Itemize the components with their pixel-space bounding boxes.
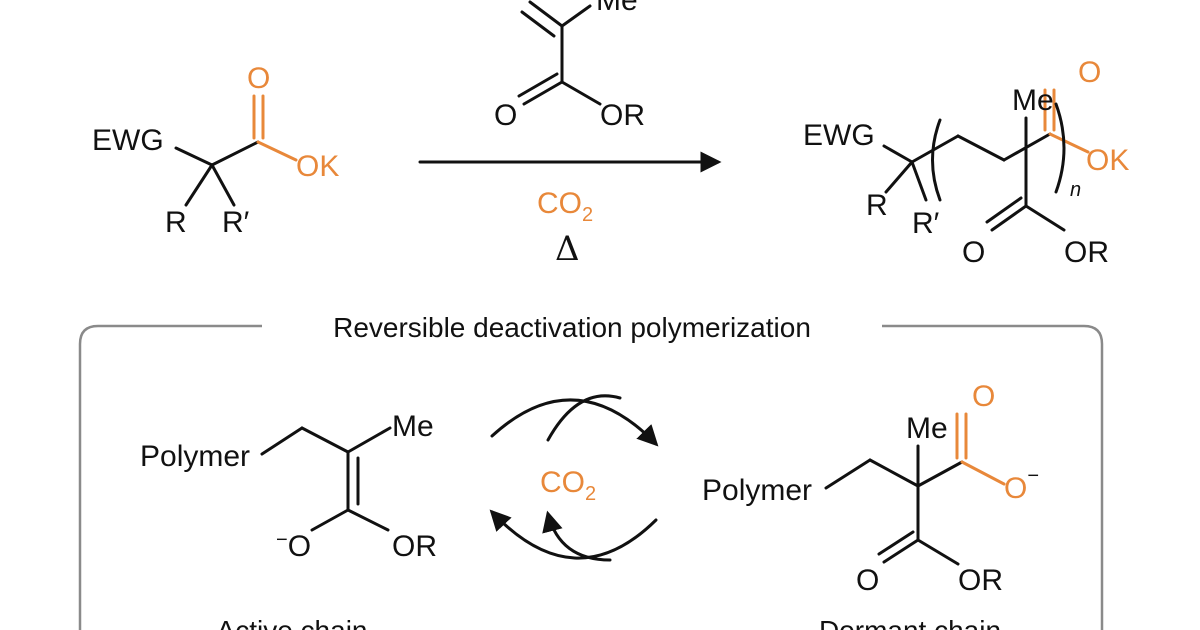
repeat-bracket-right — [1054, 102, 1066, 194]
monomer-o-label: O — [494, 99, 517, 132]
product-o-label: O — [962, 236, 985, 269]
mechanism-title: Reversible deactivation polymerization — [333, 312, 811, 343]
product-structure: EWG Me n O OK R R′ O OR — [803, 56, 1129, 269]
dormant-carbonyl-o-label: O — [972, 380, 995, 413]
reactant-carbonyl-o-label: O — [247, 62, 270, 95]
reactant-rprime-label: R′ — [222, 206, 250, 239]
active-chain-structure: Polymer Me −O OR — [140, 410, 437, 563]
forward-arrow-co2-entry — [546, 394, 622, 442]
equilibrium-arrows — [489, 394, 659, 562]
frame-left — [78, 324, 262, 630]
active-polymer-label: Polymer — [140, 440, 250, 473]
product-ok-label: OK — [1086, 144, 1129, 177]
product-carbonyl-o-label: O — [1078, 56, 1101, 89]
active-or-label: OR — [392, 530, 437, 563]
active-chain-caption: Active chain — [217, 615, 368, 630]
active-o-minus-label: −O — [276, 529, 311, 563]
product-r-label: R — [866, 189, 888, 222]
dormant-chain-caption: Dormant chain — [819, 615, 1001, 630]
reactant-ewg-label: EWG — [92, 124, 164, 157]
dormant-me-label: Me — [906, 412, 948, 445]
heat-delta-symbol: Δ — [555, 229, 580, 269]
conditions-co2-label: CO2 — [537, 187, 593, 226]
reactant-r-label: R — [165, 206, 187, 239]
frame-right — [882, 324, 1104, 630]
product-ewg-label: EWG — [803, 119, 875, 152]
dormant-polymer-label: Polymer — [702, 474, 812, 507]
equilibrium-co2-label: CO2 — [540, 466, 596, 505]
dormant-chain-structure: Polymer Me O O− O OR — [702, 380, 1039, 597]
dormant-o-minus-label: O− — [1004, 465, 1039, 505]
dormant-o-label: O — [856, 564, 879, 597]
monomer-me-label: Me — [596, 0, 638, 17]
dormant-or-label: OR — [958, 564, 1003, 597]
monomer-or-label: OR — [600, 99, 645, 132]
reactant-ok-label: OK — [296, 150, 339, 183]
product-me-label: Me — [1012, 84, 1054, 117]
product-or-label: OR — [1064, 236, 1109, 269]
forward-arrow — [490, 398, 659, 447]
product-rprime-label: R′ — [912, 207, 940, 240]
monomer-structure: Me O OR — [494, 0, 645, 132]
reverse-arrow-co2-release — [542, 510, 612, 562]
product-repeat-n-label: n — [1070, 179, 1081, 201]
reverse-arrow — [489, 509, 658, 560]
repeat-bracket-left — [931, 118, 942, 202]
reactant-structure: EWG O OK R R′ — [92, 62, 339, 239]
active-me-label: Me — [392, 410, 434, 443]
